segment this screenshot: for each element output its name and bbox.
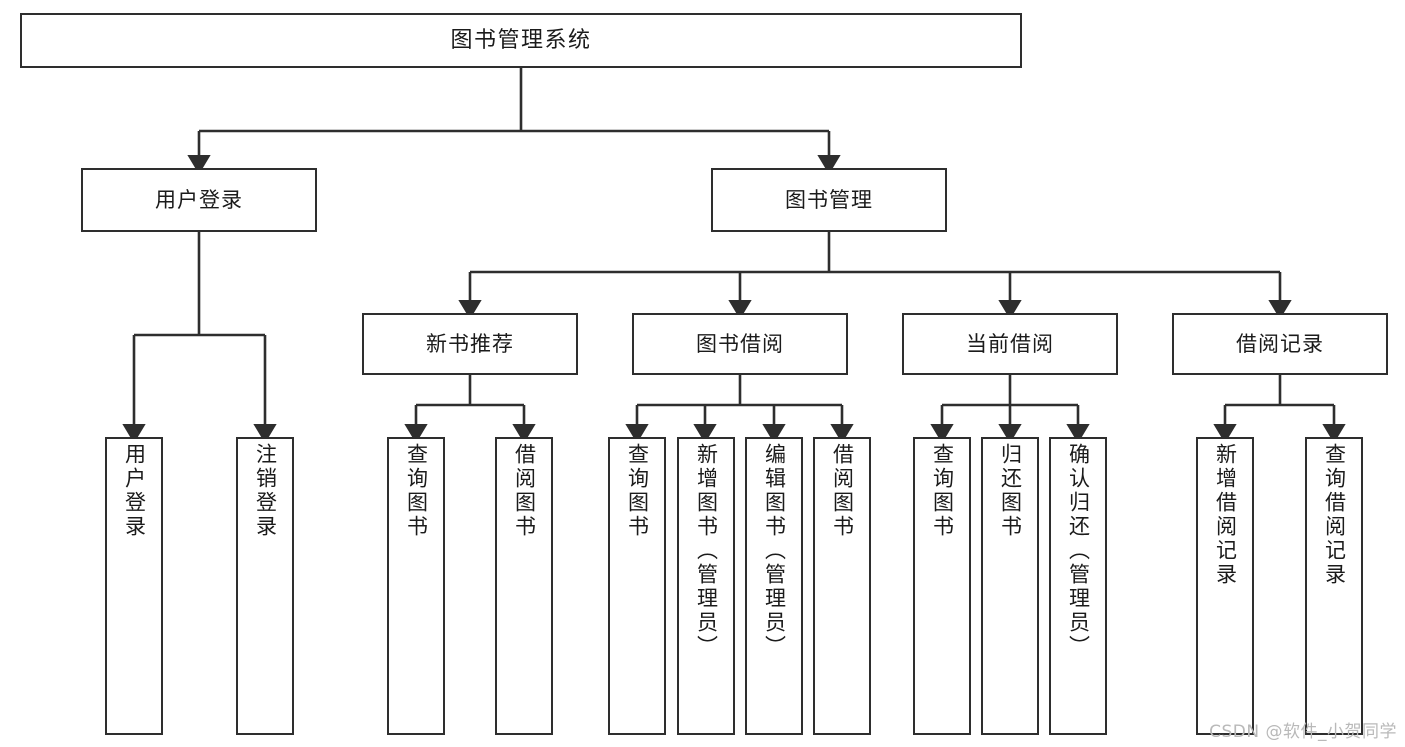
node-label: 当前借阅 (966, 331, 1054, 356)
node-user-login[interactable]: 用户登录 (81, 168, 317, 232)
node-label: 新书推荐 (426, 331, 514, 356)
node-label: 图书管理系统 (450, 27, 592, 53)
leaf-query-borrow-record[interactable]: 查询借阅记录 (1305, 437, 1363, 735)
leaf-borrow-book-new[interactable]: 借阅图书 (495, 437, 553, 735)
leaf-query-book[interactable]: 查询图书 (608, 437, 666, 735)
node-label: 用户登录 (122, 443, 147, 539)
node-label: 借阅图书 (830, 443, 855, 539)
node-new-book-recommend[interactable]: 新书推荐 (362, 313, 578, 375)
leaf-add-borrow-record[interactable]: 新增借阅记录 (1196, 437, 1254, 735)
node-label: 查询借阅记录 (1322, 443, 1347, 587)
node-label: 注销登录 (253, 443, 278, 539)
leaf-query-book-current[interactable]: 查询图书 (913, 437, 971, 735)
node-label: 新增图书（管理员） (694, 443, 719, 659)
node-label: 查询图书 (404, 443, 429, 539)
node-borrow-record[interactable]: 借阅记录 (1172, 313, 1388, 375)
leaf-user-login[interactable]: 用户登录 (105, 437, 163, 735)
node-label: 借阅图书 (512, 443, 537, 539)
node-current-borrow[interactable]: 当前借阅 (902, 313, 1118, 375)
leaf-edit-book-admin[interactable]: 编辑图书（管理员） (745, 437, 803, 735)
node-label: 查询图书 (930, 443, 955, 539)
node-label: 图书管理 (785, 187, 873, 212)
leaf-query-book-new[interactable]: 查询图书 (387, 437, 445, 735)
node-book-management[interactable]: 图书管理 (711, 168, 947, 232)
node-label: 新增借阅记录 (1213, 443, 1238, 587)
node-root-system[interactable]: 图书管理系统 (20, 13, 1022, 68)
leaf-add-book-admin[interactable]: 新增图书（管理员） (677, 437, 735, 735)
node-book-borrow[interactable]: 图书借阅 (632, 313, 848, 375)
leaf-confirm-return-admin[interactable]: 确认归还（管理员） (1049, 437, 1107, 735)
node-label: 图书借阅 (696, 331, 784, 356)
node-label: 编辑图书（管理员） (762, 443, 787, 659)
node-label: 确认归还（管理员） (1066, 443, 1091, 659)
csdn-watermark: CSDN @软件_小贺同学 (1209, 722, 1397, 742)
node-label: 借阅记录 (1236, 331, 1324, 356)
node-label: 查询图书 (625, 443, 650, 539)
leaf-borrow-book[interactable]: 借阅图书 (813, 437, 871, 735)
node-label: 归还图书 (998, 443, 1023, 539)
node-label: 用户登录 (155, 187, 243, 212)
leaf-logout-login[interactable]: 注销登录 (236, 437, 294, 735)
leaf-return-book[interactable]: 归还图书 (981, 437, 1039, 735)
